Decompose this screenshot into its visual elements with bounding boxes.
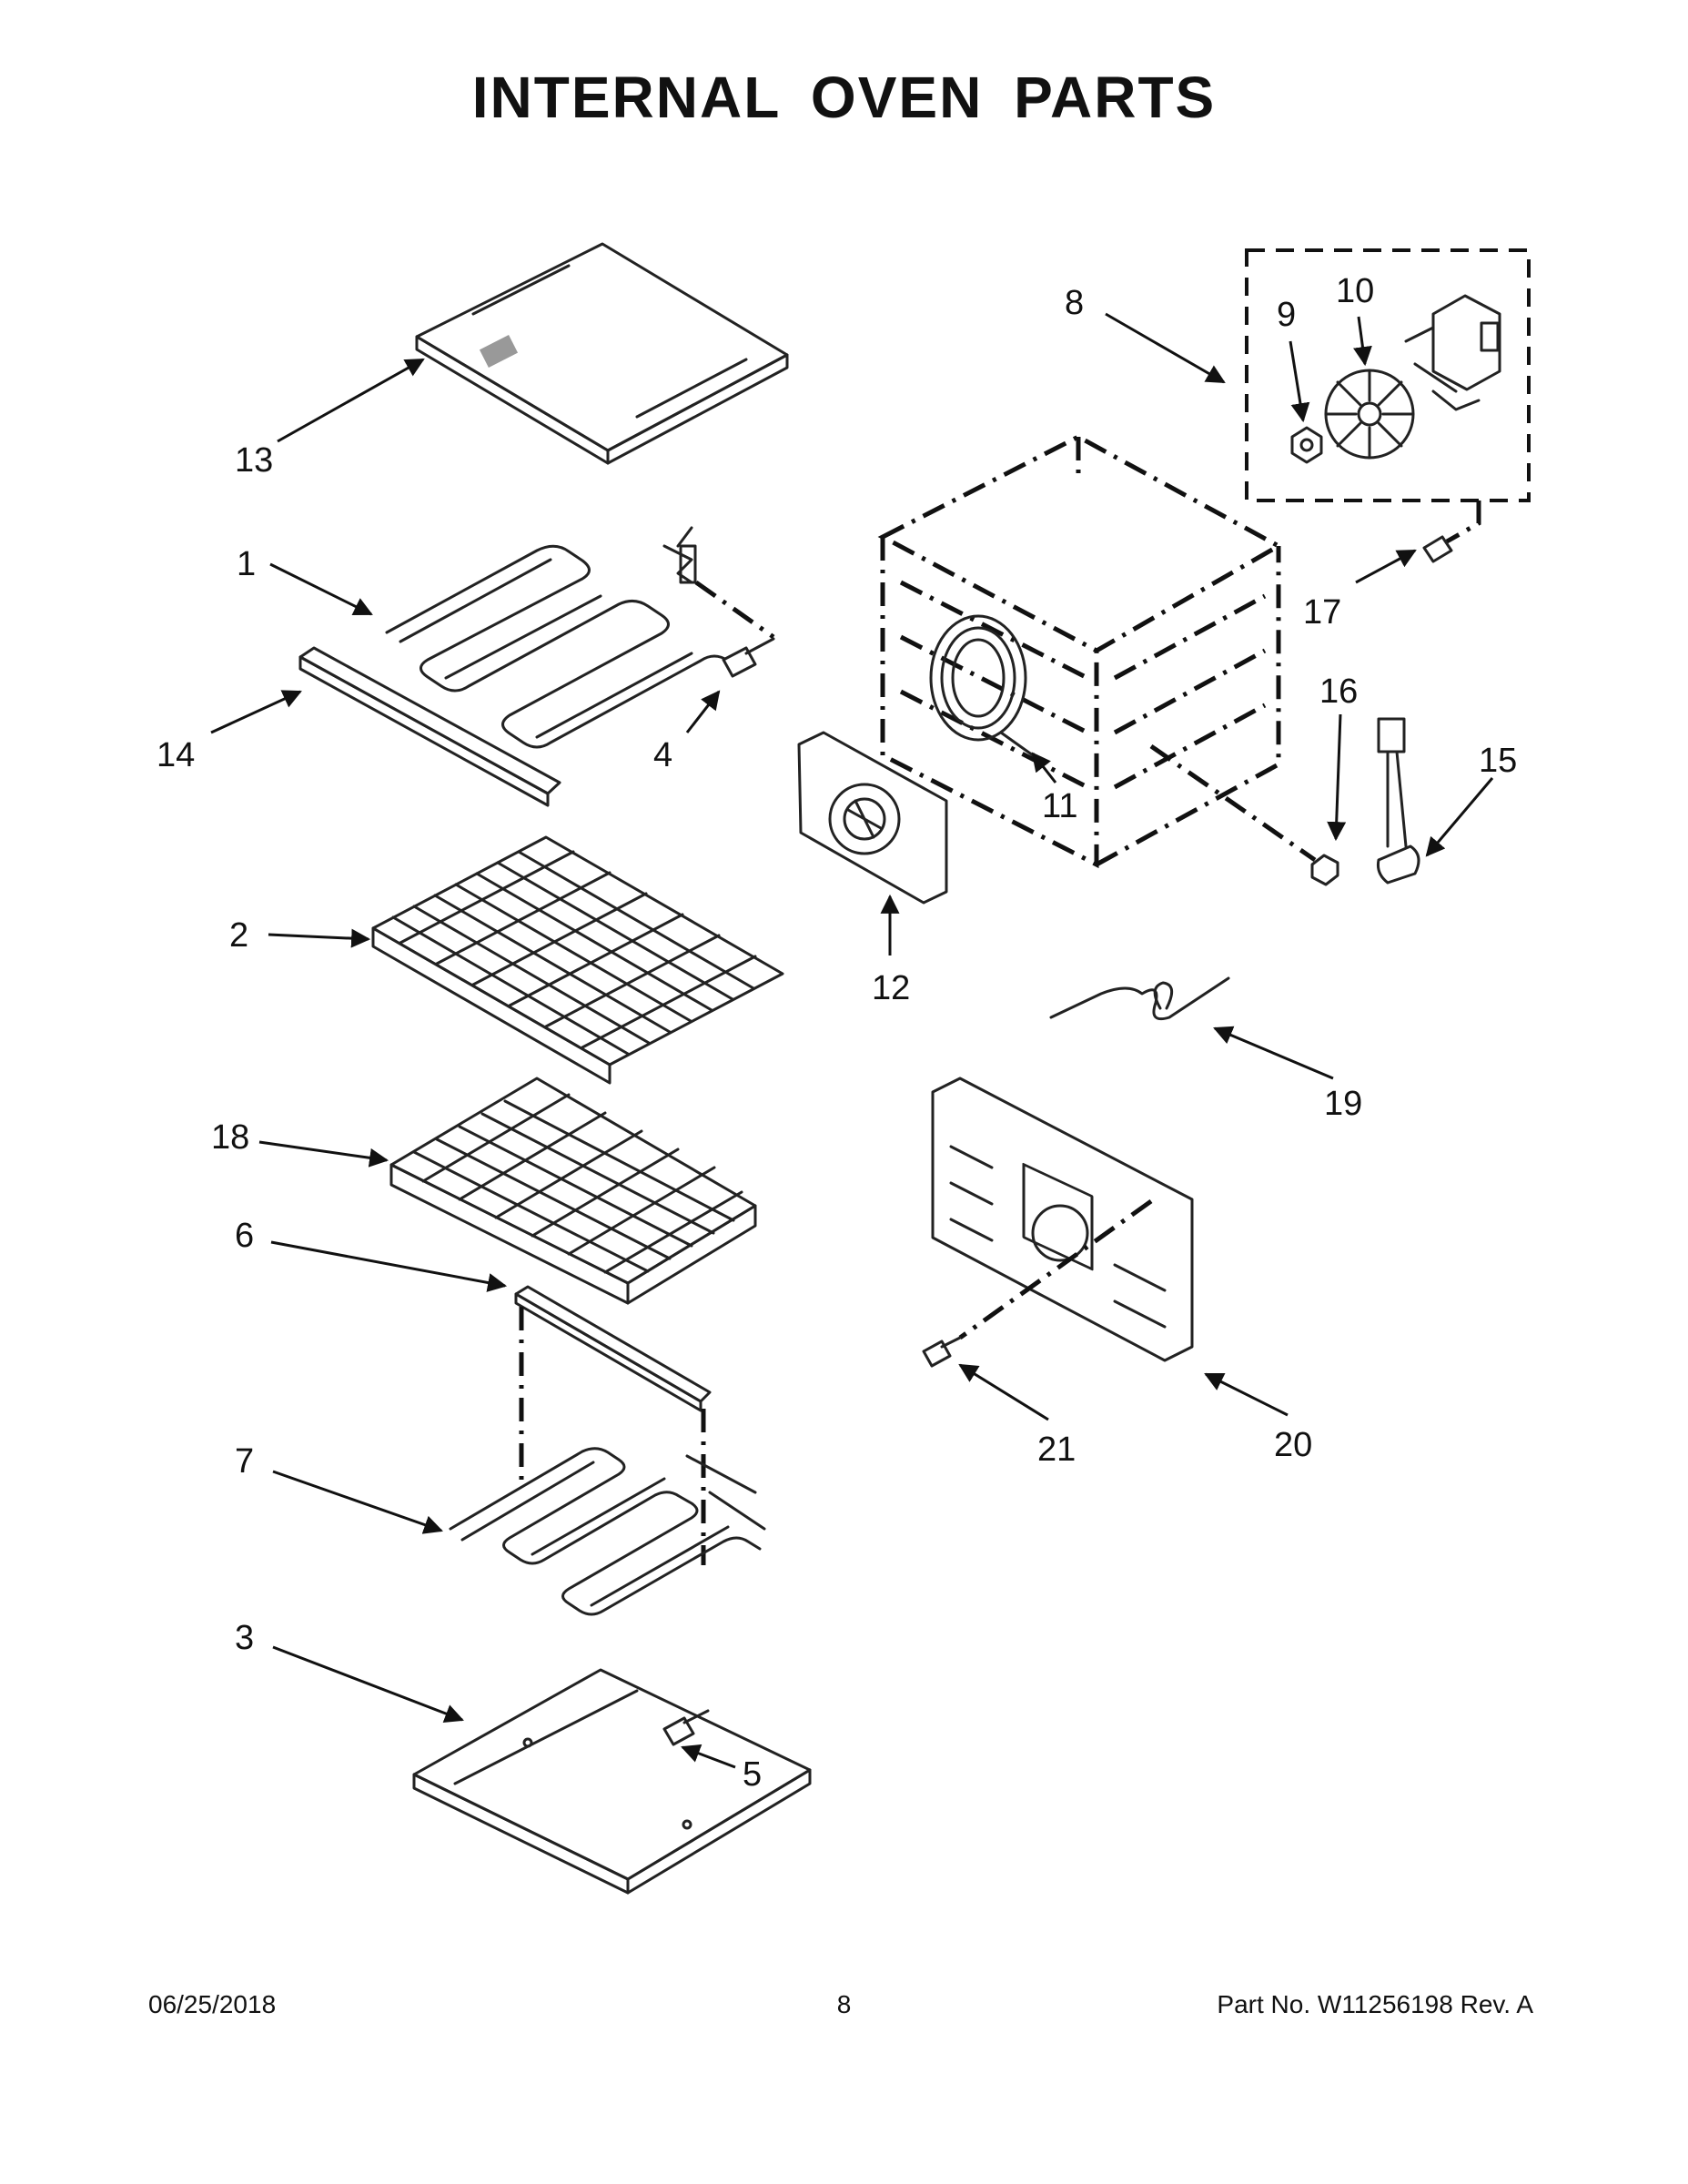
leader-7 [272, 1470, 443, 1534]
top-panel-part [415, 242, 789, 465]
leader-10 [1353, 316, 1372, 367]
dash-line [694, 580, 775, 640]
leader-4 [685, 690, 721, 733]
callout-6: 6 [235, 1217, 254, 1255]
nut-part-9 [1290, 426, 1323, 464]
leader-2 [268, 928, 371, 948]
footer-date: 06/25/2018 [148, 1990, 277, 2018]
callout-11: 11 [1042, 787, 1077, 825]
callout-20: 20 [1274, 1426, 1312, 1464]
oven-cavity-part [877, 434, 1284, 869]
leader-6 [270, 1240, 508, 1292]
leader-13 [277, 358, 425, 443]
callout-1: 1 [237, 545, 256, 583]
callout-19: 19 [1324, 1085, 1362, 1123]
leader-19 [1213, 1026, 1334, 1080]
leader-17 [1355, 549, 1417, 584]
leader-8 [1105, 312, 1226, 384]
leader-16 [1327, 713, 1347, 842]
nut-part-16 [1310, 854, 1339, 886]
callout-8: 8 [1065, 284, 1084, 322]
leader-11 [1031, 752, 1057, 784]
callout-13: 13 [235, 441, 273, 480]
callout-9: 9 [1277, 296, 1296, 334]
lower-trim-part [514, 1285, 712, 1412]
leader-1 [269, 562, 373, 616]
trim-strip-part [298, 646, 561, 807]
callout-15: 15 [1479, 742, 1517, 780]
callout-7: 7 [235, 1442, 254, 1481]
callout-12: 12 [872, 969, 910, 1007]
meat-probe-part-19 [1049, 976, 1230, 1021]
leader-9 [1289, 340, 1310, 423]
rear-panel-part [931, 1077, 1194, 1362]
bake-element-part [449, 1447, 766, 1616]
screw-part-5 [662, 1709, 710, 1746]
callout-4: 4 [653, 736, 672, 774]
convection-ring-part [929, 614, 1035, 757]
callout-16: 16 [1319, 672, 1358, 711]
callout-5: 5 [743, 1755, 762, 1794]
leader-3 [272, 1645, 464, 1724]
callout-21: 21 [1037, 1431, 1076, 1469]
broil-element-part [385, 526, 739, 749]
leader-20 [1204, 1372, 1289, 1417]
flat-rack-part [371, 835, 784, 1085]
leader-5 [681, 1744, 736, 1769]
callout-3: 3 [235, 1619, 254, 1657]
sensor-part-15 [1377, 717, 1420, 885]
callout-18: 18 [211, 1118, 249, 1157]
callout-2: 2 [229, 916, 248, 955]
footer-part-number: Part No. W11256198 Rev. A [1217, 1990, 1533, 2018]
dash-line [1445, 500, 1481, 544]
screw-part-17 [1422, 535, 1453, 563]
bottom-panel-part [412, 1668, 812, 1895]
dash-line [1149, 743, 1317, 863]
dash-line [958, 1198, 1153, 1340]
leader-21 [958, 1363, 1049, 1421]
callout-10: 10 [1336, 272, 1374, 310]
leader-15 [1425, 777, 1494, 857]
fan-blade-part-10 [1324, 369, 1415, 460]
screw-part-4 [722, 637, 775, 678]
footer-page-number: 8 [836, 1990, 852, 2018]
convection-kit-box [1245, 248, 1531, 502]
callout-14: 14 [157, 736, 195, 774]
roller-rack-part [389, 1077, 757, 1305]
screw-part-21 [922, 1336, 962, 1368]
page-title: INTERNAL OVEN PARTS [471, 65, 1217, 130]
leader-18 [258, 1140, 389, 1168]
fan-motor-part [1404, 294, 1501, 411]
leader-14 [210, 690, 302, 734]
callout-17: 17 [1303, 593, 1341, 632]
fan-cover-part [797, 731, 948, 905]
